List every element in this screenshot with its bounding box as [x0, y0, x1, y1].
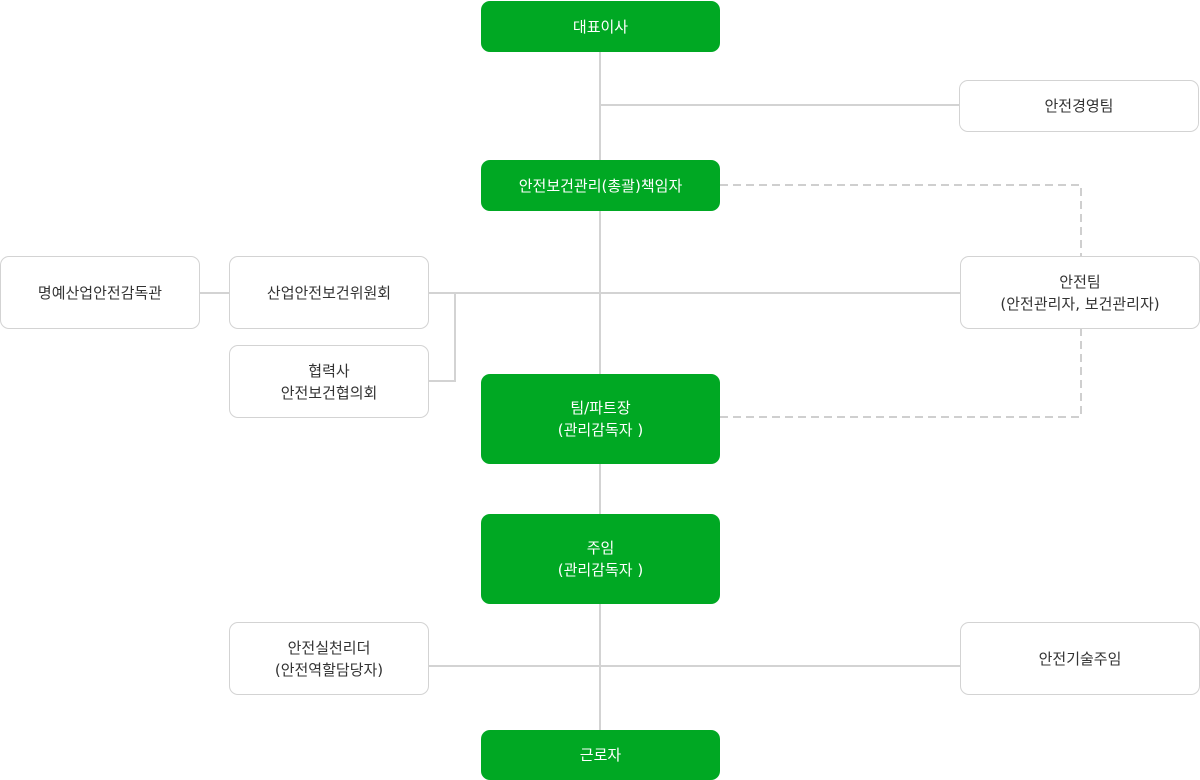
node-safety-team-line2: (안전관리자, 보건관리자) — [1000, 294, 1160, 313]
node-partner-council-line1: 협력사 — [308, 361, 350, 380]
node-partner-council-line2: 안전보건협의회 — [280, 383, 378, 402]
node-chief-line1: 주임 — [586, 539, 615, 557]
node-team-part-leader-line1: 팀/파트장 — [570, 399, 631, 417]
node-workers: 근로자 — [481, 730, 720, 780]
node-ceo: 대표이사 — [481, 1, 720, 52]
node-partner-council: 협력사 안전보건협의회 — [229, 345, 429, 418]
node-chief: 주임 (관리감독자 ) — [481, 514, 720, 604]
node-safety-team: 안전팀 (안전관리자, 보건관리자) — [960, 256, 1200, 329]
node-safety-health-manager-label: 안전보건관리(총괄)책임자 — [518, 176, 683, 195]
node-safety-tech-chief: 안전기술주임 — [960, 622, 1200, 695]
node-industrial-safety-committee: 산업안전보건위원회 — [229, 256, 429, 329]
node-team-part-leader-line2: (관리감독자 ) — [557, 421, 644, 439]
node-safety-health-manager: 안전보건관리(총괄)책임자 — [481, 160, 720, 211]
node-honorary-inspector-label: 명예산업안전감독관 — [37, 283, 163, 302]
dashed-connector-safety-team-team-leader — [720, 328, 1082, 418]
node-chief-line2: (관리감독자 ) — [557, 561, 644, 579]
node-safety-practice-leader: 안전실천리더 (안전역할담당자) — [229, 622, 429, 695]
node-safety-tech-chief-label: 안전기술주임 — [1038, 649, 1122, 668]
connector-partner-council — [428, 293, 456, 382]
node-industrial-safety-committee-label: 산업안전보건위원회 — [266, 283, 392, 302]
dashed-connector-manager-safety-team — [720, 184, 1082, 257]
node-safety-practice-leader-line1: 안전실천리더 — [287, 638, 371, 657]
node-safety-practice-leader-line2: (안전역할담당자) — [274, 660, 384, 679]
node-team-part-leader: 팀/파트장 (관리감독자 ) — [481, 374, 720, 464]
node-safety-management-team-label: 안전경영팀 — [1044, 97, 1114, 115]
node-safety-management-team: 안전경영팀 — [959, 80, 1199, 132]
node-honorary-inspector: 명예산업안전감독관 — [0, 256, 200, 329]
node-ceo-label: 대표이사 — [572, 17, 629, 36]
node-workers-label: 근로자 — [579, 746, 622, 764]
node-safety-team-line1: 안전팀 — [1059, 272, 1101, 291]
